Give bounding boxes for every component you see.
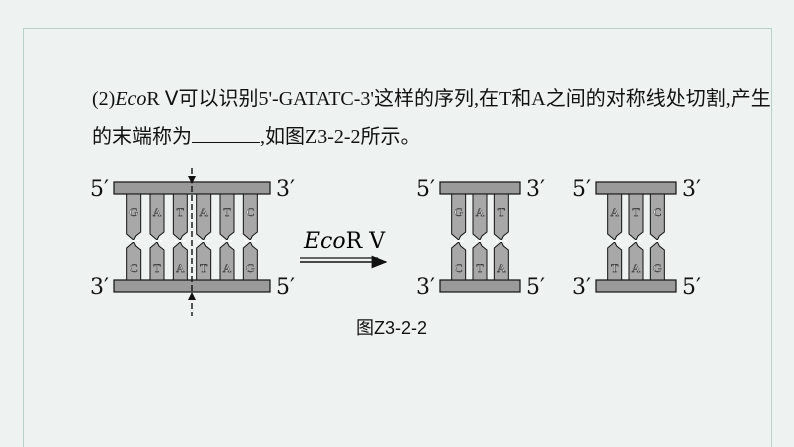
figure-caption: 图Z3-2-2 <box>356 318 428 338</box>
base-top <box>649 193 665 241</box>
end-label-3prime-bottom: 3′ <box>572 275 591 300</box>
base-top-letter: T <box>498 205 506 219</box>
cut-arrow-bottom <box>188 292 196 300</box>
question-body: R Ⅴ可以识别5'-GATATC-3'这样的序列,在T和A之间的对称线处切割,产… <box>92 88 771 148</box>
base-top-letter: A <box>199 205 208 219</box>
base-bottom-letter: G <box>653 261 662 275</box>
base-top-letter: A <box>476 205 485 219</box>
base-top <box>219 193 235 241</box>
base-bottom-letter: G <box>246 261 255 275</box>
base-top-letter: C <box>653 205 661 219</box>
base-top-letter: G <box>454 205 463 219</box>
frame-right-line <box>771 28 772 447</box>
base-top <box>149 193 165 241</box>
base-top-letter: T <box>177 205 185 219</box>
base-top-letter: A <box>153 205 162 219</box>
end-label-5prime-top: 5′ <box>90 177 109 202</box>
top-strand <box>439 181 521 195</box>
top-strand <box>595 181 677 195</box>
bottom-strand <box>439 279 521 293</box>
base-top-letter: T <box>223 205 231 219</box>
base-bottom-letter: T <box>476 261 484 275</box>
base-top <box>607 193 623 241</box>
end-label-3prime-bottom: 3′ <box>416 275 435 300</box>
question-suffix: ,如图Z3-2-2所示。 <box>260 126 421 148</box>
end-label-3prime-top: 3′ <box>682 177 701 202</box>
end-label-5prime-top: 5′ <box>572 177 591 202</box>
base-top <box>451 193 467 241</box>
base-bottom-letter: C <box>455 261 463 275</box>
base-top <box>628 193 644 241</box>
base-top <box>242 193 258 241</box>
base-top-letter: G <box>129 205 138 219</box>
base-top <box>472 193 488 241</box>
enzyme-arrow-group: EcoR Ⅴ <box>300 229 388 269</box>
base-bottom-letter: T <box>153 261 161 275</box>
base-top-letter: A <box>610 205 619 219</box>
enzyme-name-italic: Eco <box>115 88 147 110</box>
base-bottom-letter: A <box>632 261 641 275</box>
base-top <box>172 193 188 241</box>
base-bottom-letter: T <box>200 261 208 275</box>
base-top-letter: T <box>632 205 640 219</box>
question-prefix: (2) <box>92 88 116 110</box>
frame-left-line <box>23 28 24 447</box>
base-top <box>196 193 212 241</box>
answer-blank[interactable] <box>192 124 260 143</box>
end-label-3prime-top: 3′ <box>526 177 545 202</box>
base-bottom-letter: A <box>223 261 232 275</box>
end-label-5prime-bottom: 5′ <box>276 275 295 300</box>
end-label-3prime-top: 3′ <box>276 177 295 202</box>
base-top <box>493 193 509 241</box>
base-bottom-letter: A <box>497 261 506 275</box>
enzyme-label: EcoR Ⅴ <box>303 229 386 254</box>
end-label-5prime-bottom: 5′ <box>682 275 701 300</box>
base-top <box>126 193 142 241</box>
bottom-strand <box>595 279 677 293</box>
base-top-letter: C <box>246 205 254 219</box>
end-label-5prime-top: 5′ <box>416 177 435 202</box>
cut-arrow-top <box>188 176 196 184</box>
base-bottom-letter: T <box>611 261 619 275</box>
base-bottom-letter: C <box>130 261 138 275</box>
base-bottom-letter: A <box>176 261 185 275</box>
end-label-3prime-bottom: 3′ <box>90 275 109 300</box>
question-text: (2)EcoR Ⅴ可以识别5'-GATATC-3'这样的序列,在T和A之间的对称… <box>92 80 772 156</box>
frame-top-line <box>23 28 772 29</box>
end-label-5prime-bottom: 5′ <box>526 275 545 300</box>
